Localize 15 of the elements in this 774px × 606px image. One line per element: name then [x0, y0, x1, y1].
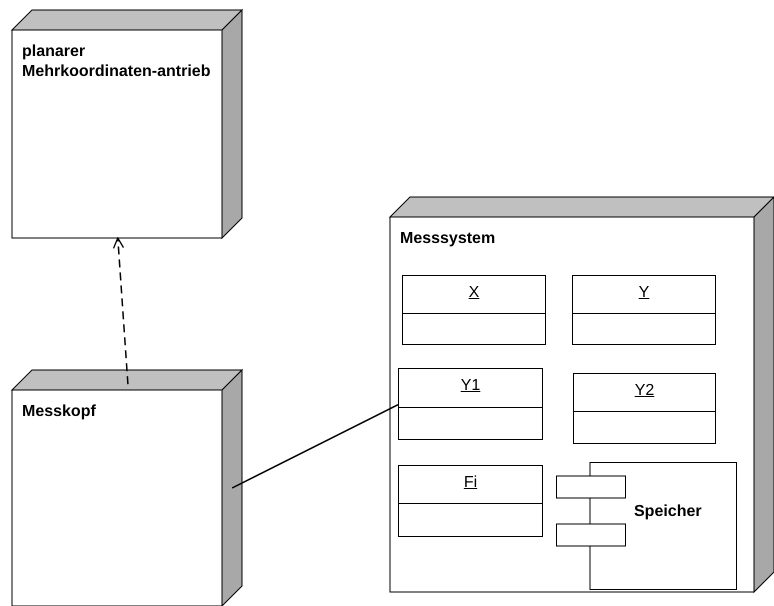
dependency-arrow	[112, 237, 129, 384]
object-name: Y2	[634, 382, 654, 400]
node-title: Messkopf	[22, 402, 97, 422]
component-name: Speicher	[634, 503, 702, 521]
object-box	[398, 465, 543, 537]
object-box	[398, 368, 543, 440]
object-box	[573, 373, 716, 444]
node-title: Messsystem	[400, 229, 496, 249]
object-box	[402, 275, 546, 345]
object-name: Y1	[460, 377, 480, 395]
object-box	[572, 275, 716, 345]
object-name: Fi	[464, 474, 478, 492]
object-name: Y	[638, 284, 650, 302]
object-name: X	[468, 284, 480, 302]
node-title: planarer Mehrkoordinaten-antrieb	[22, 42, 212, 82]
